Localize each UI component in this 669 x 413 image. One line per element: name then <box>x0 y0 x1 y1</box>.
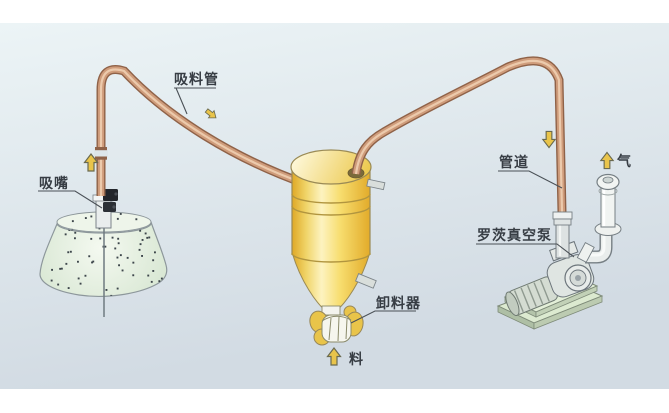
elbow-collar <box>576 241 595 263</box>
label-discharger: 卸料器 <box>376 295 421 312</box>
leader-roots-pump <box>476 243 575 258</box>
side-stub-lower <box>355 273 377 289</box>
pipe-coupling <box>94 147 108 160</box>
label-roots-vacuum-pump: 罗茨真空泵 <box>477 227 552 244</box>
suction-nozzle <box>92 189 118 317</box>
leader-lines <box>38 87 575 324</box>
band-seam-2 <box>291 205 371 216</box>
exhaust-silencer <box>576 173 622 264</box>
label-air: 气 <box>616 153 632 170</box>
label-material: 料 <box>349 351 364 368</box>
leader-nozzle <box>38 190 103 209</box>
side-stub-upper <box>366 178 386 191</box>
label-suction-pipe: 吸料管 <box>174 71 219 88</box>
pipe-coupling-right <box>552 211 573 226</box>
label-pipe: 管道 <box>499 154 529 171</box>
discharge-valve <box>309 305 364 346</box>
pump-suction-stub <box>555 221 570 259</box>
nozzle-clamp-upper <box>103 189 118 201</box>
leader-discharger <box>350 310 416 324</box>
band-seam-1 <box>291 193 371 204</box>
roots-vacuum-pump <box>496 211 604 330</box>
label-suction-nozzle: 吸嘴 <box>39 175 69 192</box>
body-cone-seam <box>291 252 371 263</box>
cyclone-receiver <box>290 149 386 310</box>
leader-pipe <box>498 170 563 189</box>
vacuum-pipe <box>351 56 567 213</box>
nozzle-clamp-lower <box>103 202 116 212</box>
suction-pipe <box>94 65 311 196</box>
leader-suction-pipe <box>174 87 216 115</box>
labels: 吸料管 吸嘴 管道 气 罗茨真空泵 卸料器 料 <box>39 71 632 368</box>
